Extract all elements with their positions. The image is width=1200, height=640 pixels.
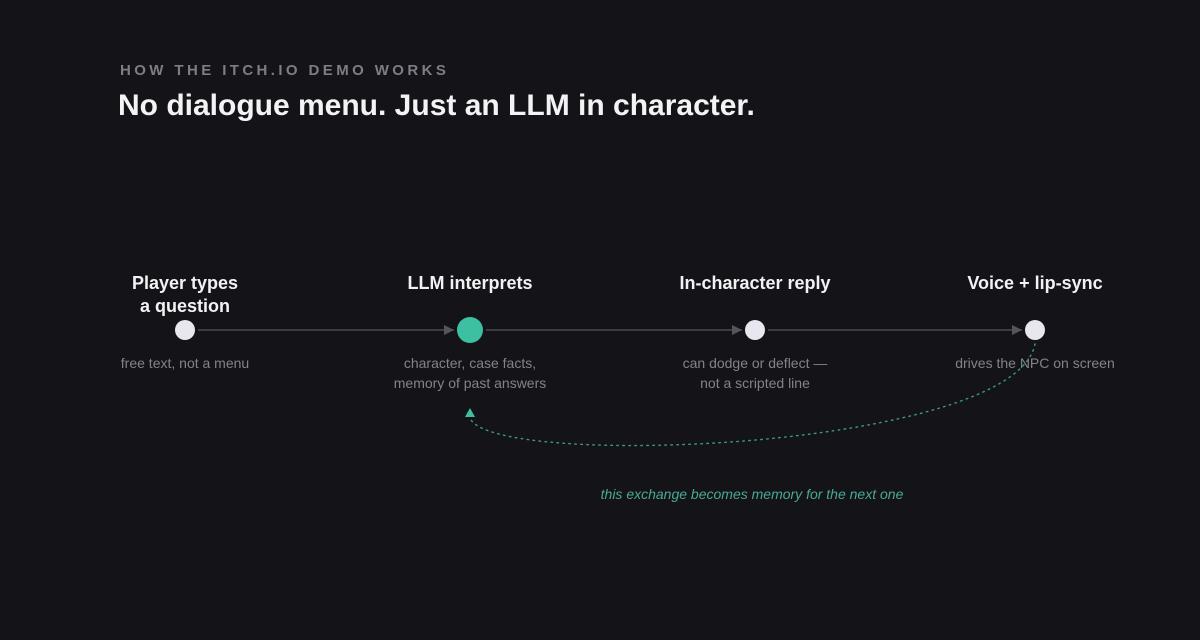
- step-description-1: free text, not a menu: [65, 353, 305, 373]
- step-description-line: free text, not a menu: [120, 355, 250, 371]
- memory-loop-arrowhead: [465, 408, 475, 417]
- step-description-4: drives the NPC on screen: [915, 353, 1155, 373]
- step-description-3: can dodge or deflect — not a scripted lin…: [635, 353, 875, 393]
- step-title-line: In-character reply: [679, 273, 831, 293]
- step-description-line: character, case facts,: [403, 355, 537, 371]
- step-title-2: LLM interprets: [350, 272, 590, 295]
- step-title-line: Voice + lip-sync: [967, 273, 1103, 293]
- step-description-2: character, case facts, memory of past ans…: [350, 353, 590, 393]
- step-title-3: In-character reply: [635, 272, 875, 295]
- page-title: No dialogue menu. Just an LLM in charact…: [118, 89, 755, 122]
- step-title-line: LLM interprets: [407, 273, 533, 293]
- step-description-line: not a scripted line: [700, 375, 810, 391]
- step-title-line: Player types: [131, 273, 239, 293]
- step-description-line: memory of past answers: [393, 375, 547, 391]
- step-node-2: [457, 317, 483, 343]
- step-description-line: can dodge or deflect —: [682, 355, 828, 371]
- step-title-4: Voice + lip-sync: [915, 272, 1155, 295]
- step-node-4: [1025, 320, 1045, 340]
- memory-loop-path: [469, 343, 1036, 447]
- step-node-3: [745, 320, 765, 340]
- step-title-line: a question: [139, 296, 230, 316]
- step-title-1: Player types a question: [65, 272, 305, 318]
- loop-caption: this exchange becomes memory for the nex…: [600, 486, 904, 502]
- step-description-line: drives the NPC on screen: [955, 355, 1115, 371]
- section-eyebrow: HOW THE ITCH.IO DEMO WORKS: [120, 62, 450, 79]
- step-node-1: [175, 320, 195, 340]
